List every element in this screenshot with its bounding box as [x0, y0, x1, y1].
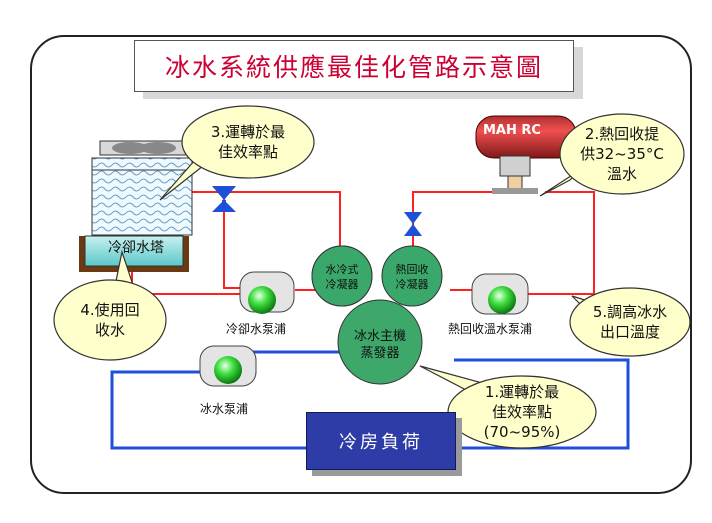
- heat-recovery-pump-label: 熱回收溫水泵浦: [448, 322, 533, 336]
- callout-2-line1: 2.熱回收提: [584, 125, 660, 143]
- callout-3: 3.運轉於最 佳效率點: [190, 122, 306, 162]
- cooling-water-pump-drawing: [239, 271, 295, 314]
- tank-label: MAH RC: [483, 123, 541, 138]
- callout-2-line3: 溫水: [606, 165, 637, 183]
- callout-5-line2: 出口溫度: [599, 323, 660, 341]
- callout-balloons: [53, 105, 691, 449]
- callout-4-line2: 收水: [94, 321, 125, 339]
- callout-1-line1: 1.運轉於最: [484, 383, 560, 401]
- callout-2: 2.熱回收提 供32~35°C 溫水: [566, 124, 678, 184]
- evaporator-label: 冰水主機 蒸發器: [346, 328, 414, 362]
- heat-recovery-pump-drawing: [471, 273, 529, 315]
- cooling-tower-drawing: [79, 140, 193, 272]
- valve-icon-right: [404, 212, 422, 236]
- callout-4: 4.使用回 收水: [60, 300, 160, 340]
- callout-1: 1.運轉於最 佳效率點 (70~95%): [462, 382, 582, 442]
- condenser-label: 水冷式 冷凝器: [318, 262, 366, 292]
- callout-5-line1: 5.調高冰水: [592, 303, 668, 321]
- callout-3-line1: 3.運轉於最: [210, 123, 286, 141]
- cooling-tower-label: 冷卻水塔: [108, 240, 164, 256]
- callout-5: 5.調高冰水 出口溫度: [576, 302, 684, 342]
- heat-recovery-tank-drawing: [475, 115, 577, 194]
- cooling-load-box: 冷房負荷: [306, 412, 456, 470]
- callout-2-line2: 供32~35°C: [580, 145, 664, 163]
- callout-1-line3: (70~95%): [483, 423, 561, 441]
- callout-3-line2: 佳效率點: [217, 143, 278, 161]
- hr-condenser-label-line1: 熱回收: [395, 263, 429, 276]
- valve-icon-left: [212, 186, 236, 212]
- chilled-water-pump-drawing: [199, 345, 257, 387]
- cooling-water-pump-label: 冷卻水泵浦: [226, 322, 287, 336]
- evaporator-label-line1: 冰水主機: [353, 329, 406, 344]
- condenser-label-line1: 水冷式: [325, 263, 359, 276]
- heat-recovery-condenser-label: 熱回收 冷凝器: [388, 262, 436, 292]
- chilled-water-pump-label: 冰水泵浦: [200, 402, 249, 416]
- evaporator-label-line2: 蒸發器: [360, 346, 400, 361]
- condenser-label-line2: 冷凝器: [325, 278, 359, 291]
- callout-1-line2: 佳效率點: [491, 403, 552, 421]
- page-title: 冰水系統供應最佳化管路示意圖: [134, 40, 574, 92]
- diagram-frame: [30, 35, 692, 494]
- callout-4-line1: 4.使用回: [80, 301, 140, 319]
- hr-condenser-label-line2: 冷凝器: [395, 278, 429, 291]
- chiller-drums: [311, 245, 443, 385]
